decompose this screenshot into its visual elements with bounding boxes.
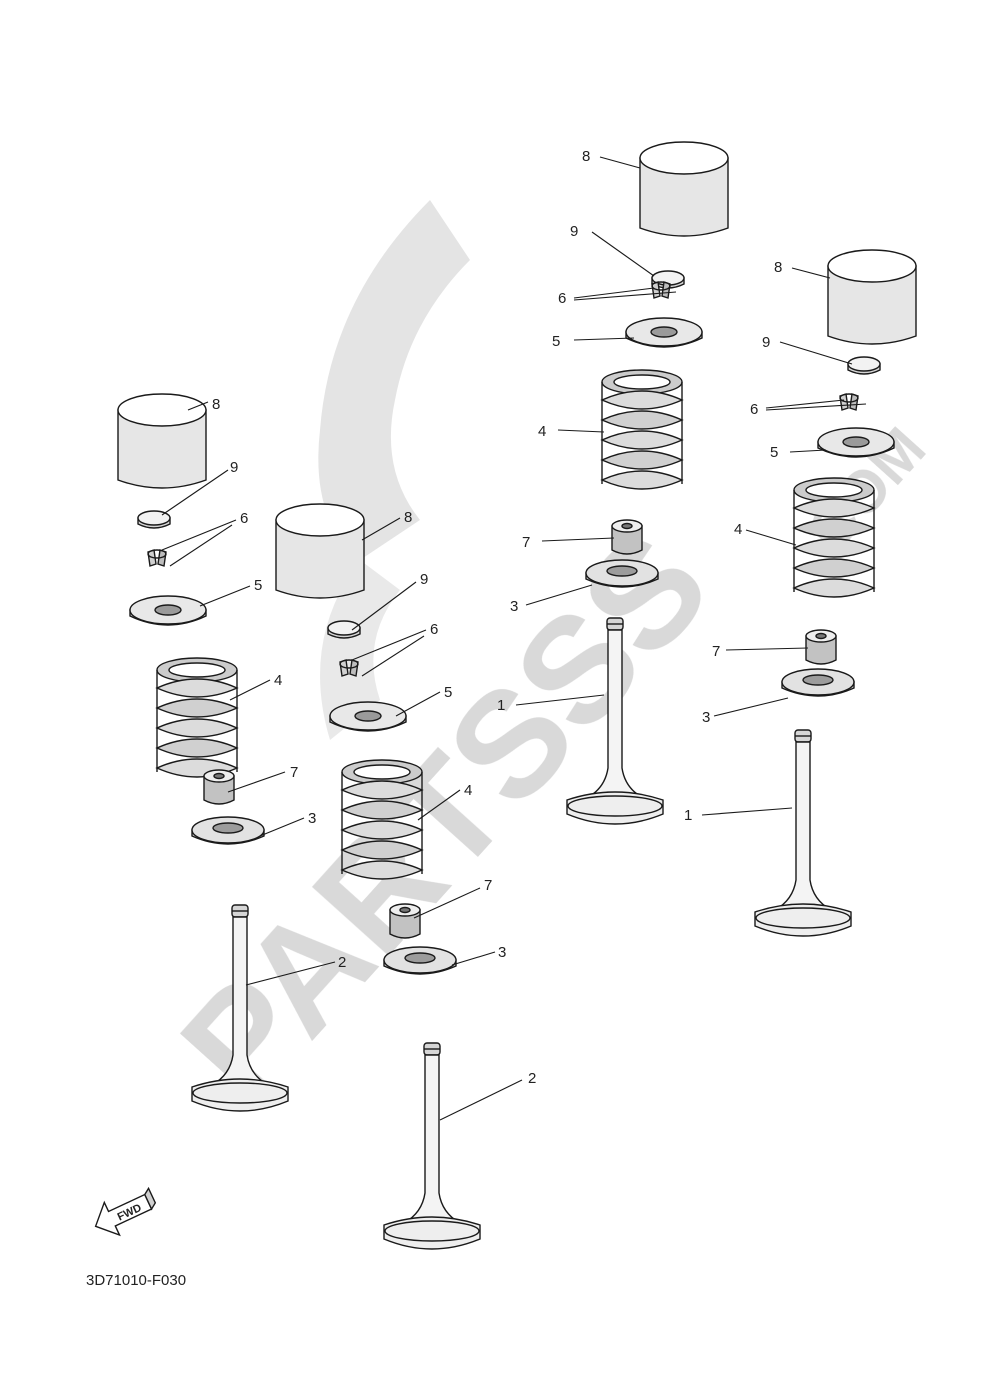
valve-stem-seal [611, 519, 643, 555]
diagram-code: 3D71010-F030 [86, 1272, 186, 1289]
callout-9: 9 [230, 459, 238, 476]
watermark: PARTSSS COM [149, 200, 938, 1131]
callout-6: 6 [430, 621, 438, 638]
valve-cotter [839, 393, 859, 411]
callout-9: 9 [420, 571, 428, 588]
callout-8: 8 [404, 509, 412, 526]
valve-assembly-right-2 [701, 249, 917, 937]
intake-valve [754, 729, 852, 937]
callout-1: 1 [684, 807, 692, 824]
callout-2: 2 [338, 954, 346, 971]
callout-8: 8 [582, 148, 590, 165]
valve-stem-seal [203, 769, 235, 805]
callout-5: 5 [770, 444, 778, 461]
valve-assembly-left-2 [275, 503, 523, 1250]
callout-2: 2 [528, 1070, 536, 1087]
callout-8: 8 [212, 396, 220, 413]
callout-3: 3 [510, 598, 518, 615]
callout-4: 4 [538, 423, 546, 440]
valve-stem-seal [805, 629, 837, 665]
callout-1: 1 [497, 697, 505, 714]
callout-6: 6 [240, 510, 248, 527]
valve-spring [156, 657, 238, 778]
callout-3: 3 [702, 709, 710, 726]
valve-shim [137, 510, 171, 529]
tappet-bucket [275, 503, 365, 599]
spring-retainer [329, 701, 407, 732]
callout-6: 6 [750, 401, 758, 418]
callout-7: 7 [522, 534, 530, 551]
callout-7: 7 [712, 643, 720, 660]
callout-4: 4 [734, 521, 742, 538]
callout-4: 4 [274, 672, 282, 689]
callout-4: 4 [464, 782, 472, 799]
valve-stem-seal [389, 903, 421, 939]
fwd-label: FWD [116, 1202, 144, 1223]
callout-7: 7 [290, 764, 298, 781]
spring-retainer [129, 595, 207, 626]
callout-5: 5 [552, 333, 560, 350]
callout-9: 9 [762, 334, 770, 351]
tappet-bucket [639, 141, 729, 237]
valve-cotter [147, 549, 167, 567]
callout-9: 9 [570, 223, 578, 240]
spring-seat [781, 668, 855, 697]
valve-assembly-left-1 [117, 393, 336, 1112]
valve-shim [327, 620, 361, 639]
callout-8: 8 [774, 259, 782, 276]
callout-5: 5 [254, 577, 262, 594]
valve-assembly-right-1 [515, 141, 729, 825]
callout-3: 3 [498, 944, 506, 961]
callout-7: 7 [484, 877, 492, 894]
valve-shim [847, 356, 881, 375]
exhaust-valve [383, 1042, 481, 1250]
callout-5: 5 [444, 684, 452, 701]
callout-labels: 8 9 6 5 4 7 3 2 8 9 6 5 4 7 3 2 8 9 6 5 … [212, 148, 782, 1087]
valve-spring [601, 369, 683, 490]
spring-retainer [625, 317, 703, 348]
callout-6: 6 [558, 290, 566, 307]
spring-seat [191, 816, 265, 845]
spring-seat [585, 559, 659, 588]
callout-3: 3 [308, 810, 316, 827]
spring-retainer [817, 427, 895, 458]
tappet-bucket [827, 249, 917, 345]
fwd-arrow-icon: FWD [94, 1186, 157, 1237]
spring-seat [383, 946, 457, 975]
